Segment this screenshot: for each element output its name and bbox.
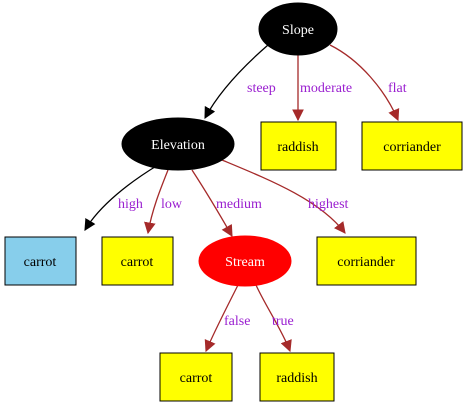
edge-slope-elevation: [204, 44, 269, 120]
edge-slope-corriander: [329, 44, 400, 122]
edge-label-false: false: [224, 314, 250, 329]
edge-elevation-stream: [191, 169, 233, 238]
edge-elevation-carrot-low: [144, 169, 169, 235]
node-corriander-highest: corriander: [316, 236, 417, 286]
edge-stream-carrot: [204, 284, 239, 353]
node-elevation: Elevation: [121, 117, 235, 171]
node-corriander-top-label: corriander: [383, 140, 441, 155]
edge-label-steep: steep: [247, 81, 276, 96]
node-stream-label: Stream: [225, 255, 265, 270]
node-slope: Slope: [258, 2, 338, 56]
edges: [84, 44, 400, 353]
node-carrot-false: carrot: [159, 352, 233, 402]
edge-label-low: low: [161, 197, 183, 212]
edge-label-high: high: [118, 197, 143, 212]
node-raddish-true: raddish: [259, 352, 335, 402]
node-carrot-false-label: carrot: [180, 371, 213, 386]
edge-label-flat: flat: [388, 81, 407, 96]
node-corriander-highest-label: corriander: [337, 255, 395, 270]
node-corriander-top: corriander: [361, 121, 463, 171]
node-raddish-top: raddish: [260, 121, 337, 171]
node-carrot-low-label: carrot: [121, 255, 154, 270]
edge-label-highest: highest: [308, 197, 349, 212]
edge-labels: steep moderate flat high low medium high…: [118, 81, 407, 329]
node-raddish-true-label: raddish: [276, 371, 317, 386]
node-carrot-high-label: carrot: [24, 255, 57, 270]
edge-label-moderate: moderate: [300, 81, 352, 96]
node-slope-label: Slope: [282, 23, 314, 38]
edge-elevation-corriander: [221, 159, 346, 234]
node-raddish-top-label: raddish: [277, 140, 318, 155]
node-stream: Stream: [198, 235, 292, 287]
edge-stream-raddish: [255, 284, 292, 353]
node-carrot-high: carrot: [4, 236, 77, 286]
node-elevation-label: Elevation: [151, 138, 205, 153]
edge-label-medium: medium: [216, 197, 262, 212]
edge-label-true: true: [272, 314, 294, 329]
edge-elevation-carrot-high: [84, 164, 159, 232]
node-carrot-low: carrot: [101, 236, 174, 286]
